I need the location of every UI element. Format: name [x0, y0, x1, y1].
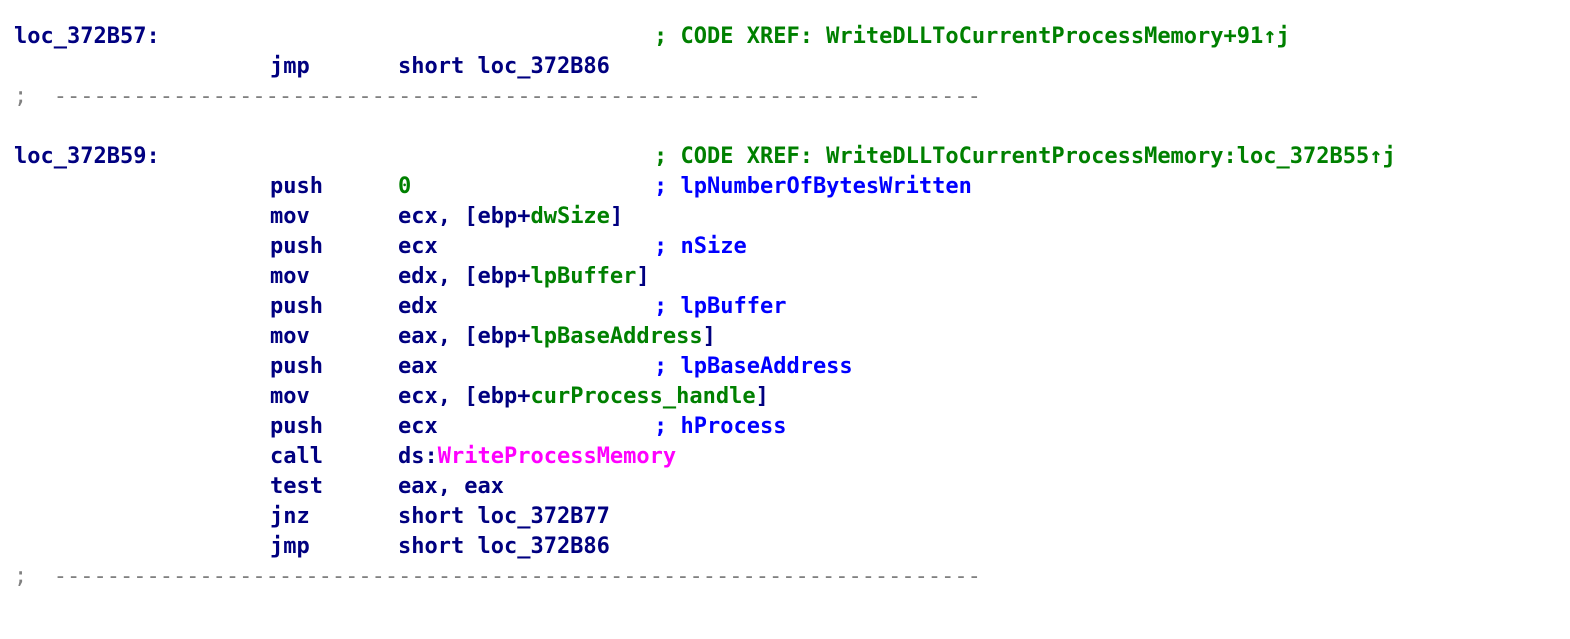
operand-register: eax, [ebp+: [398, 324, 531, 349]
mnemonic: mov: [270, 264, 310, 289]
operand-bracket: ]: [609, 204, 624, 229]
operand-register: ecx, [ebp+: [398, 384, 531, 409]
operand[interactable]: eax, [ebp+lpBaseAddress]: [398, 324, 716, 349]
operand[interactable]: eax, eax: [398, 474, 504, 499]
operand[interactable]: short loc_372B86: [398, 534, 610, 559]
instruction-line[interactable]: call ds:WriteProcessMemory: [14, 444, 1570, 474]
instruction-line[interactable]: mov edx, [ebp+lpBuffer]: [14, 264, 1570, 294]
xref-comment[interactable]: ; CODE XREF: WriteDLLToCurrentProcessMem…: [654, 24, 1290, 49]
instruction-line[interactable]: test eax, eax: [14, 474, 1570, 504]
instruction-line[interactable]: jmp short loc_372B86: [14, 54, 1570, 84]
operand[interactable]: edx: [398, 294, 438, 319]
mnemonic: call: [270, 444, 323, 469]
operand[interactable]: 0: [398, 174, 412, 199]
mnemonic: push: [270, 414, 323, 439]
imported-function[interactable]: WriteProcessMemory: [437, 444, 677, 469]
operand-bracket: ]: [702, 324, 716, 349]
mnemonic: mov: [270, 324, 310, 349]
operand[interactable]: ecx: [398, 234, 438, 259]
label-line[interactable]: loc_372B59: ; CODE XREF: WriteDLLToCurre…: [14, 144, 1570, 174]
instruction-line[interactable]: mov ecx, [ebp+curProcess_handle]: [14, 384, 1570, 414]
mnemonic: push: [270, 294, 323, 319]
mnemonic: jmp: [270, 54, 310, 79]
instruction-line[interactable]: jnz short loc_372B77: [14, 504, 1570, 534]
instruction-line[interactable]: jmp short loc_372B86: [14, 534, 1570, 564]
stack-variable[interactable]: lpBaseAddress: [530, 324, 703, 349]
xref-comment[interactable]: ; CODE XREF: WriteDLLToCurrentProcessMem…: [654, 144, 1396, 169]
instruction-line[interactable]: mov ecx, [ebp+dwSize]: [14, 204, 1570, 234]
separator-line: ; --------------------------------------…: [14, 564, 1570, 594]
separator: ; --------------------------------------…: [14, 84, 981, 109]
operand[interactable]: ecx, [ebp+curProcess_handle]: [398, 384, 769, 409]
operand[interactable]: eax: [398, 354, 438, 379]
instruction-line[interactable]: push ecx ; hProcess: [14, 414, 1570, 444]
stack-variable[interactable]: lpBuffer: [530, 264, 637, 289]
operand[interactable]: ecx, [ebp+dwSize]: [398, 204, 623, 229]
instruction-line[interactable]: mov eax, [ebp+lpBaseAddress]: [14, 324, 1570, 354]
instruction-line[interactable]: push edx ; lpBuffer: [14, 294, 1570, 324]
stack-variable[interactable]: dwSize: [530, 204, 610, 229]
mnemonic: jnz: [270, 504, 310, 529]
instruction-line[interactable]: push ecx ; nSize: [14, 234, 1570, 264]
mnemonic: push: [270, 234, 323, 259]
label-line[interactable]: loc_372B57: ; CODE XREF: WriteDLLToCurre…: [14, 24, 1570, 54]
separator-line: ; --------------------------------------…: [14, 84, 1570, 114]
instruction-line[interactable]: push 0 ; lpNumberOfBytesWritten: [14, 174, 1570, 204]
operand[interactable]: edx, [ebp+lpBuffer]: [398, 264, 650, 289]
operand-register: edx, [ebp+: [398, 264, 531, 289]
mnemonic: push: [270, 354, 323, 379]
operand[interactable]: ds:WriteProcessMemory: [398, 444, 676, 469]
operand-bracket: ]: [636, 264, 650, 289]
mnemonic: mov: [270, 204, 310, 229]
operand[interactable]: short loc_372B86: [398, 54, 610, 79]
mnemonic: mov: [270, 384, 310, 409]
segment-prefix: ds:: [398, 444, 438, 469]
argument-comment: ; lpNumberOfBytesWritten: [654, 174, 972, 199]
operand[interactable]: short loc_372B77: [398, 504, 610, 529]
operand[interactable]: ecx: [398, 414, 438, 439]
blank-line: [14, 114, 1570, 144]
argument-comment: ; lpBuffer: [654, 294, 787, 319]
instruction-line[interactable]: push eax ; lpBaseAddress: [14, 354, 1570, 384]
argument-comment: ; nSize: [654, 234, 747, 259]
stack-variable[interactable]: curProcess_handle: [530, 384, 756, 409]
operand-bracket: ]: [755, 384, 769, 409]
mnemonic: push: [270, 174, 323, 199]
mnemonic: jmp: [270, 534, 310, 559]
code-label[interactable]: loc_372B57:: [14, 24, 160, 49]
argument-comment: ; lpBaseAddress: [654, 354, 853, 379]
mnemonic: test: [270, 474, 323, 499]
operand-register: ecx, [ebp+: [398, 204, 531, 229]
disassembly-listing: loc_372B57: ; CODE XREF: WriteDLLToCurre…: [14, 24, 1570, 594]
separator: ; --------------------------------------…: [14, 564, 981, 589]
argument-comment: ; hProcess: [654, 414, 787, 439]
code-label[interactable]: loc_372B59:: [14, 144, 160, 169]
